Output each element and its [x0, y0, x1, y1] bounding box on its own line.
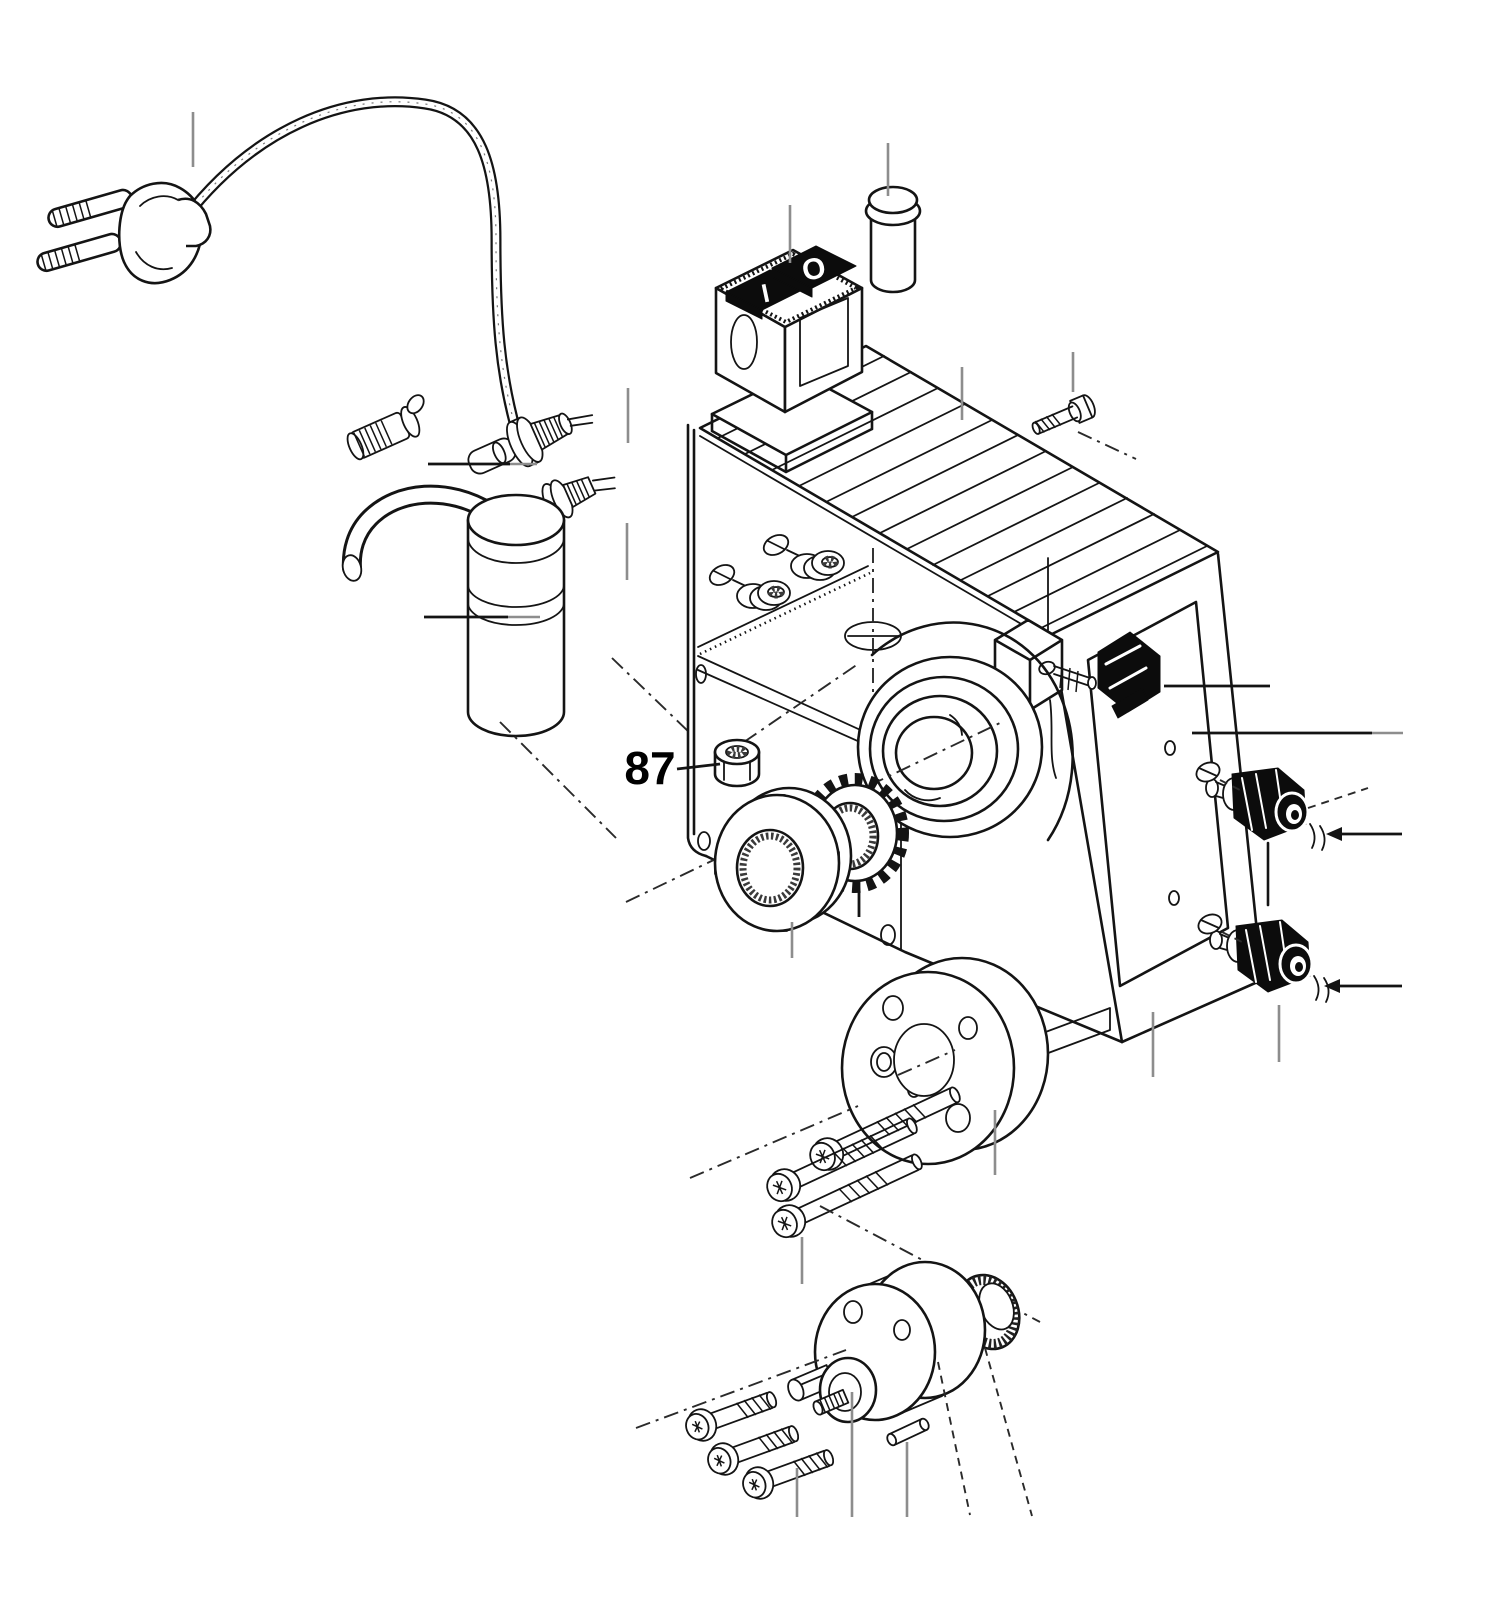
centerline — [499, 721, 617, 839]
power-plug — [36, 181, 212, 285]
dowel-pin — [886, 1417, 930, 1447]
centerline — [611, 657, 691, 734]
centerline — [635, 1349, 847, 1429]
binding-post-upper — [1195, 761, 1402, 851]
socket-head-screw — [685, 1391, 778, 1442]
leader-knob-dashed — [937, 1361, 971, 1516]
bearing-boss — [870, 621, 1074, 842]
power-cord — [179, 96, 522, 436]
leader-pump-head-dashed — [984, 1347, 1033, 1517]
plug-pin-icon — [36, 232, 123, 273]
cable-gland — [506, 412, 594, 468]
set-screw — [812, 1388, 850, 1416]
lock-ring — [713, 786, 853, 933]
panel-frame — [1086, 600, 1230, 988]
cylinder-pin — [864, 185, 922, 294]
socket-head-screw — [742, 1449, 835, 1500]
motor-flange — [840, 956, 1111, 1166]
centerline — [743, 663, 859, 743]
hex-nut-87 — [713, 738, 761, 788]
centerline — [1077, 431, 1137, 460]
callout-87-label: 87 — [624, 742, 675, 794]
centerline — [689, 1105, 859, 1179]
binding-post-lower — [1197, 913, 1402, 1003]
rocker-off-pad — [771, 245, 857, 298]
centerline — [625, 721, 1003, 903]
socket-head-screw — [771, 1153, 923, 1239]
cable-gland-small — [541, 476, 616, 522]
socket-head-screw — [707, 1425, 800, 1476]
strain-relief-fitting — [346, 394, 425, 461]
switch-recess — [730, 314, 758, 370]
panel-nut-with-washer — [708, 564, 791, 611]
panel-nut-with-washer — [762, 534, 845, 581]
interior-edge — [697, 565, 869, 648]
main-power-switch: I O — [714, 245, 864, 414]
socket-head-screw — [809, 1086, 961, 1172]
capacitor — [341, 484, 566, 738]
switch-window — [799, 297, 849, 387]
side-rocker-switch — [1097, 631, 1161, 719]
socket-head-screw — [766, 1117, 918, 1203]
hex-bolt — [1031, 394, 1096, 435]
leader-callout-87 — [676, 762, 721, 771]
